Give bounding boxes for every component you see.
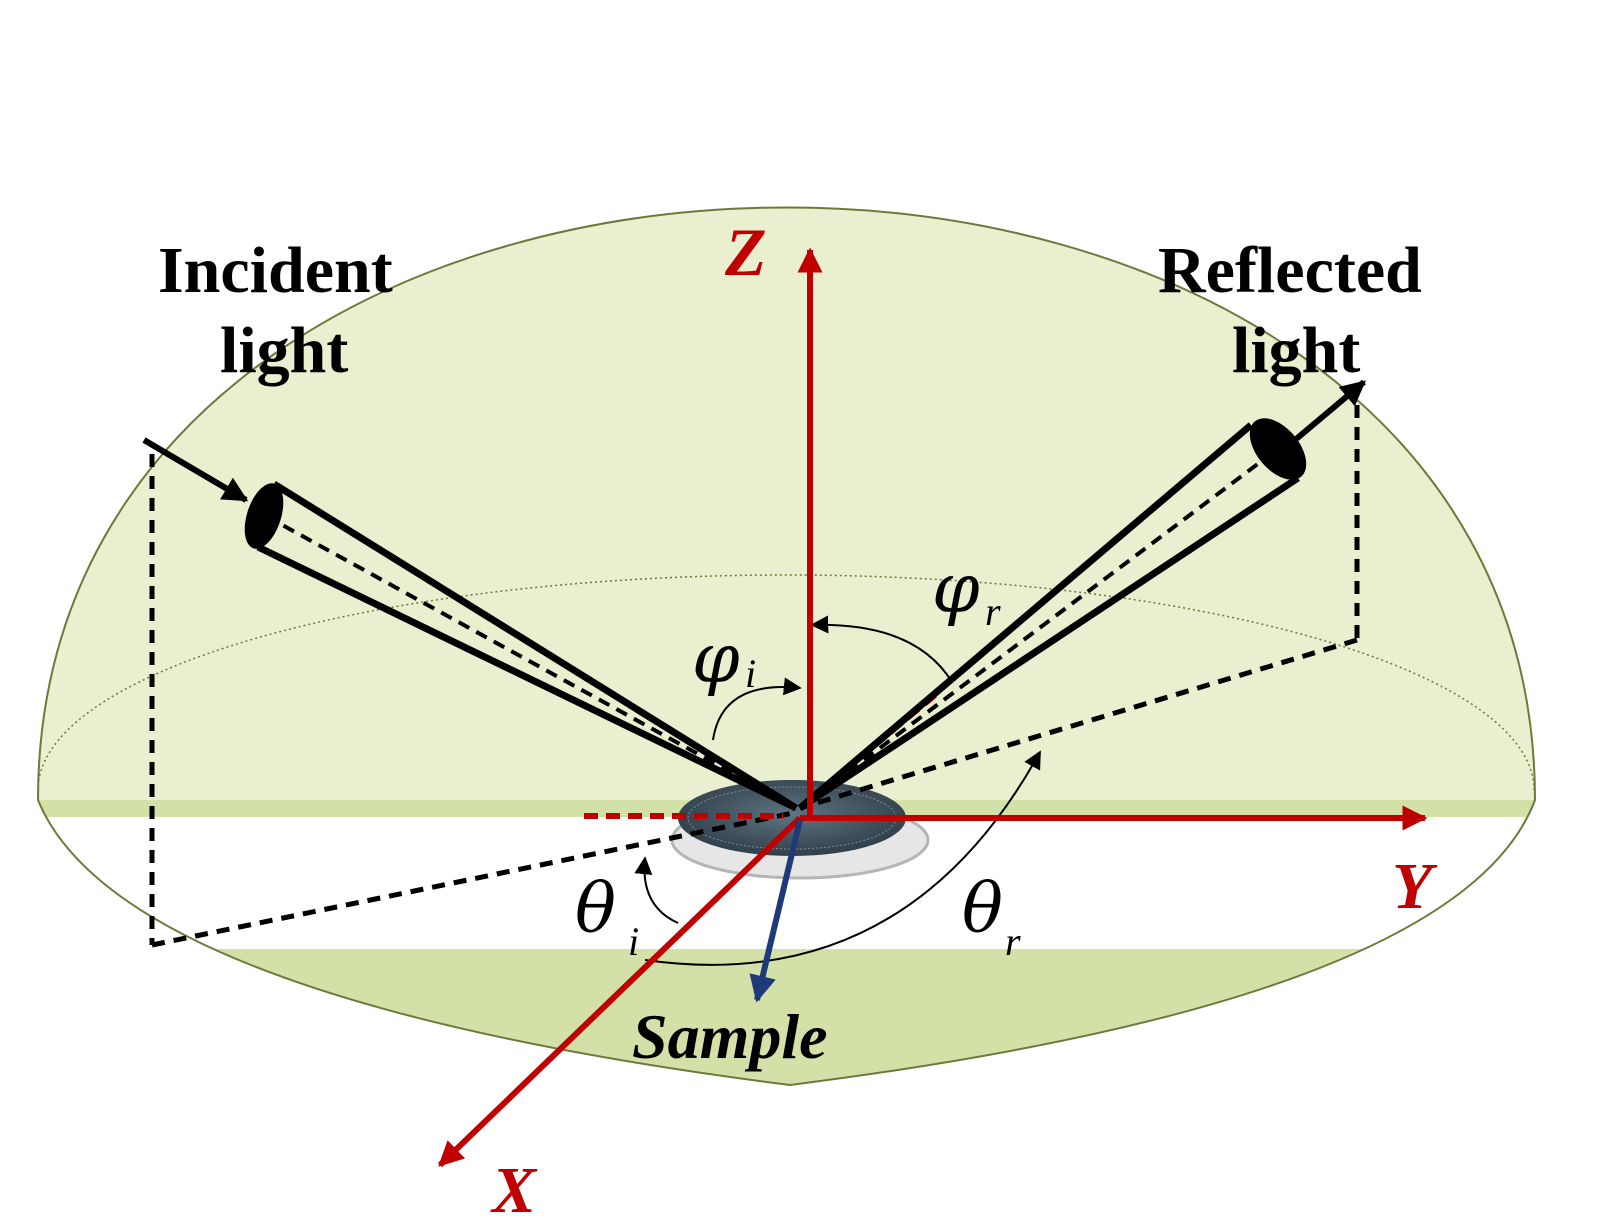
theta-r-subscript: r xyxy=(1005,919,1021,964)
equator-ellipse xyxy=(37,574,1535,790)
incident-arrow xyxy=(142,437,249,503)
phi-r-subscript: r xyxy=(985,589,1001,634)
dome-outline xyxy=(36,206,1537,1087)
text-labels: Incident light Reflected light Z Y X Sam… xyxy=(158,214,1438,1227)
phi-i-label: φ xyxy=(692,620,740,699)
reflected-beam-aperture xyxy=(1249,418,1307,480)
x-axis xyxy=(437,815,803,1168)
phi-r-label: φ xyxy=(932,550,980,629)
phi-i-subscript: i xyxy=(745,651,756,696)
sample-label: Sample xyxy=(632,1001,828,1072)
x-axis-label: X xyxy=(490,1154,538,1227)
incident-light-label-line1: Incident xyxy=(158,234,393,307)
theta-i-subscript: i xyxy=(628,919,639,964)
phi-r-arc xyxy=(810,615,953,683)
theta-r-label: θ xyxy=(962,870,1003,949)
coordinate-axes xyxy=(437,247,1428,1168)
reflected-arrow xyxy=(1293,379,1366,443)
incident-beam xyxy=(142,437,798,812)
theta-i-arc xyxy=(634,856,679,924)
z-axis-label: Z xyxy=(724,214,767,290)
red-dashed-extensions xyxy=(584,692,937,819)
incident-light-label-line2: light xyxy=(220,314,348,387)
sample-normal-arrow xyxy=(749,819,803,1003)
reflected-light-label-line2: light xyxy=(1232,314,1360,387)
reflected-beam xyxy=(797,379,1366,811)
dome-upper xyxy=(38,207,1535,800)
y-axis-label: Y xyxy=(1392,850,1438,923)
incident-beam-aperture xyxy=(244,483,284,549)
reflected-light-label-line1: Reflected xyxy=(1158,234,1422,307)
theta-i-label: θ xyxy=(575,870,616,949)
projection-lines xyxy=(149,405,1360,948)
phi-i-arc xyxy=(712,677,802,741)
theta-r-arc xyxy=(644,750,1041,966)
angle-arcs xyxy=(634,615,1041,966)
reflected-ground-projection xyxy=(799,637,1358,811)
